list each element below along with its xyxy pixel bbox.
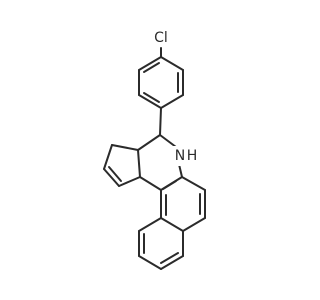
nitrogen-hydrogen-label: H — [187, 148, 198, 164]
bond-na-3 — [182, 217, 206, 232]
bond-pyr-4 — [139, 176, 162, 191]
bond-ph-4 — [160, 94, 184, 109]
dihydropyridine-ring — [139, 134, 183, 191]
nitrogen-label: N — [175, 148, 185, 164]
bond-ph-double-2 — [143, 92, 160, 103]
bond-cp-3 — [103, 144, 113, 170]
bond-na-1 — [181, 176, 206, 191]
bond-nb-3 — [138, 255, 162, 270]
bond-cp-5 — [118, 176, 141, 187]
bond-nb-1 — [138, 217, 162, 232]
naphthalene-ring-a — [160, 176, 206, 232]
cyclopentene-ring — [103, 134, 161, 187]
bond-ph-6 — [160, 56, 184, 71]
chlorine-label: Cl — [154, 30, 168, 46]
bond-cp-double — [108, 166, 122, 182]
bond-cp-6 — [137, 149, 141, 178]
bond-ph-double-1 — [143, 62, 160, 73]
chlorophenyl-ring — [138, 47, 184, 109]
bond-nb-4 — [160, 255, 184, 270]
bond-cp-4 — [103, 168, 120, 187]
bond-ph-c4 — [159, 107, 162, 136]
atom-label-chlorine: Cl — [149, 26, 173, 46]
bond-cp-1 — [137, 134, 161, 151]
naphthalene-ring-b — [138, 217, 184, 270]
bond-ph-3 — [138, 94, 162, 109]
atom-label-nh: N H — [172, 146, 200, 166]
bond-ph-1 — [138, 56, 162, 71]
bond-pyr-1 — [159, 134, 177, 148]
bond-pyr-double — [162, 180, 177, 190]
bond-nb-double-2 — [160, 252, 179, 264]
bond-cp-2 — [111, 144, 139, 151]
chemical-structure-diagram: Cl N H — [103, 26, 206, 270]
bond-na-4 — [160, 217, 184, 232]
